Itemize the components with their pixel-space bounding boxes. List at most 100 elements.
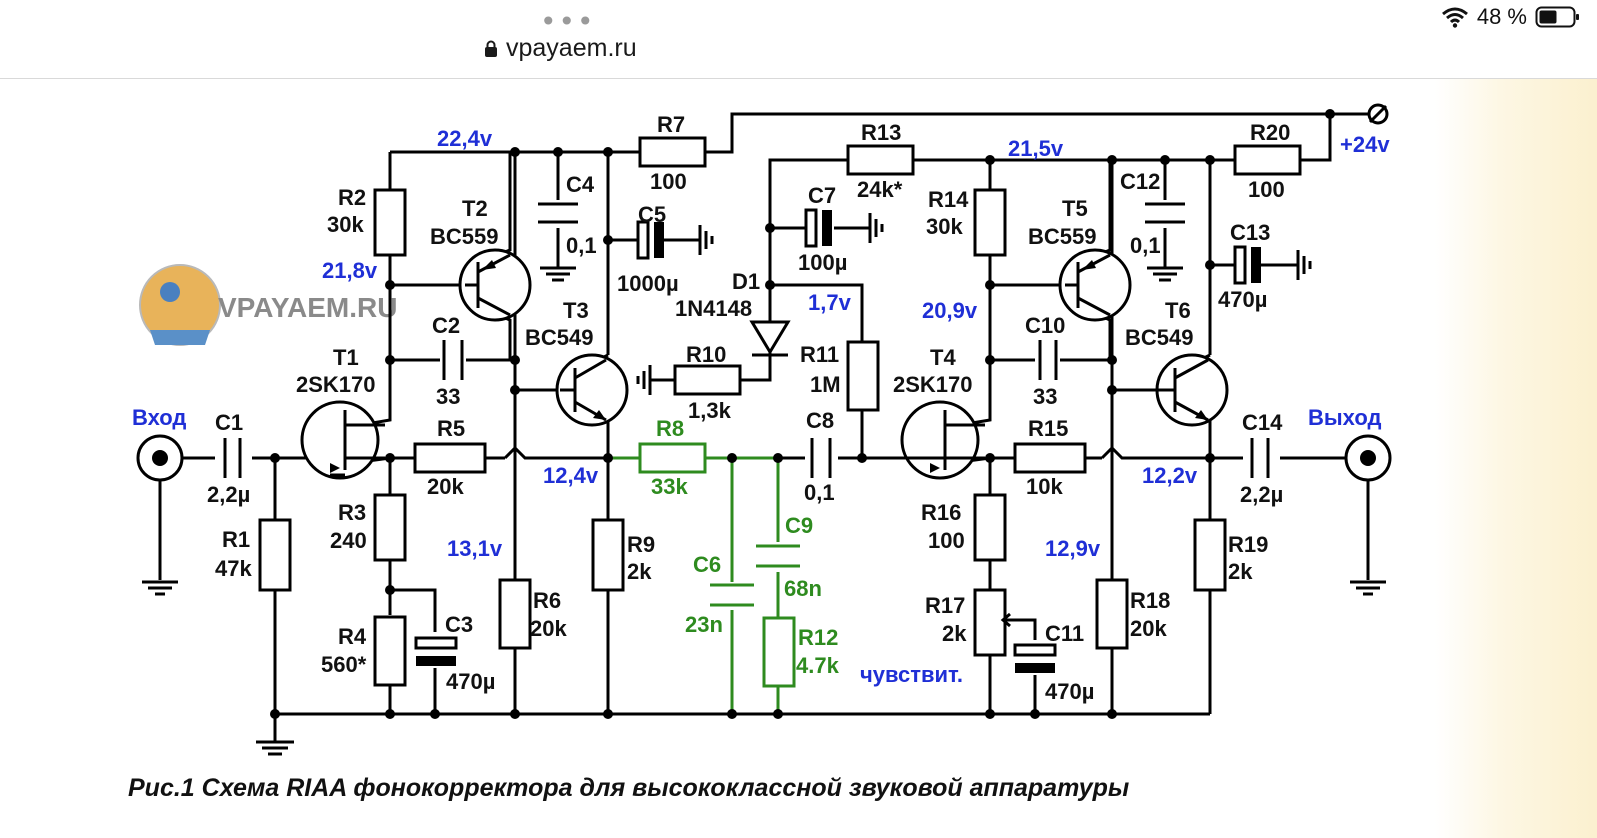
resistor-R1	[258, 518, 292, 592]
label-C14-value: 2,2µ	[1240, 482, 1283, 507]
label-T3-value: BC549	[525, 325, 593, 350]
voltage-v9: 12,9v	[1045, 536, 1101, 561]
label-C5-name: C5	[638, 202, 666, 227]
riaa-schematic: VPAYAEM.RU	[132, 103, 1392, 756]
transistor-T6	[1155, 353, 1229, 427]
label-C13-value: 470µ	[1218, 287, 1267, 312]
voltage-v5: 1,7v	[808, 290, 852, 315]
sensitivity-note: чувствит.	[860, 662, 963, 687]
site-logo: VPAYAEM.RU	[139, 264, 397, 346]
battery-percent: 48 %	[1476, 4, 1527, 29]
capacitor-C9	[756, 544, 800, 568]
capacitor-C7	[804, 208, 832, 248]
label-T5-value: BC559	[1028, 224, 1096, 249]
voltage-v8: 12,2v	[1142, 463, 1198, 488]
capacitor-C14	[1250, 438, 1270, 478]
label-T3-name: T3	[563, 298, 589, 323]
transistor-T3	[555, 353, 629, 427]
trimmer-wiper-icon	[1000, 612, 1035, 628]
label-R3-value: 240	[330, 528, 367, 553]
label-C6-value: 23n	[685, 612, 723, 637]
battery-icon	[1535, 6, 1579, 28]
input-label: Вход	[132, 405, 186, 430]
browser-status-bar: ••• vpayaem.ru 48 %	[0, 0, 1597, 79]
component-labels: C1 2,2µ R1 47k T1 2SK170 R2 30k T2 BC559…	[207, 112, 1290, 704]
voltage-v4: 13,1v	[447, 536, 503, 561]
io-labels: Вход Выход +24v	[132, 132, 1390, 430]
resistor-R12	[762, 616, 796, 688]
address-bar[interactable]: vpayaem.ru	[484, 34, 637, 63]
label-T1-value: 2SK170	[296, 372, 376, 397]
resistor-R14	[973, 188, 1007, 257]
side-panel	[1435, 79, 1597, 838]
label-R18-value: 20k	[1130, 616, 1167, 641]
capacitor-C6	[710, 583, 754, 607]
label-R4-name: R4	[338, 624, 367, 649]
label-C2-value: 33	[436, 384, 460, 409]
label-T6-name: T6	[1165, 298, 1191, 323]
label-T6-value: BC549	[1125, 325, 1193, 350]
capacitor-C1	[223, 438, 242, 478]
resistor-R9	[591, 518, 625, 592]
resistor-R18	[1095, 578, 1129, 650]
label-C14-name: C14	[1242, 410, 1283, 435]
label-T4-name: T4	[930, 345, 956, 370]
label-C5-value: 1000µ	[617, 271, 679, 296]
label-R14-name: R14	[928, 187, 969, 212]
capacitor-C2	[442, 340, 464, 380]
label-C4-value: 0,1	[566, 233, 597, 258]
label-R10-name: R10	[686, 342, 726, 367]
resistor-R10	[673, 364, 742, 396]
capacitor-C4	[538, 202, 578, 224]
label-C10-value: 33	[1033, 384, 1057, 409]
resistor-R7	[638, 136, 707, 168]
label-R4-value: 560*	[321, 652, 367, 677]
label-R11-value: 1M	[810, 372, 841, 397]
capacitor-C13	[1233, 245, 1261, 285]
label-R1-name: R1	[222, 527, 250, 552]
resistor-R19	[1193, 518, 1227, 592]
label-R12-value: 4.7k	[796, 653, 840, 678]
label-R20-name: R20	[1250, 120, 1290, 145]
label-C6-name: C6	[693, 552, 721, 577]
resistor-R16	[973, 493, 1007, 562]
resistor-R6	[498, 578, 532, 650]
more-dots-icon[interactable]: •••	[540, 5, 596, 38]
label-R15-value: 10k	[1026, 474, 1063, 499]
label-R6-value: 20k	[530, 616, 567, 641]
label-T5-name: T5	[1062, 196, 1088, 221]
input-jack	[136, 434, 184, 482]
label-C7-value: 100µ	[798, 250, 847, 275]
logo-text: VPAYAEM.RU	[218, 292, 397, 323]
label-R18-name: R18	[1130, 588, 1170, 613]
label-C12-value: 0,1	[1130, 233, 1161, 258]
ground-symbols	[142, 213, 1386, 756]
voltage-labels: 22,4v 21,8v 12,4v 13,1v 1,7v 21,5v 20,9v…	[322, 126, 1198, 687]
label-R7-name: R7	[657, 112, 685, 137]
capacitor-C3	[414, 636, 458, 666]
junction-dots	[270, 109, 1335, 719]
output-label: Выход	[1308, 405, 1382, 430]
supply-label: +24v	[1340, 132, 1390, 157]
capacitor-C5	[636, 220, 664, 260]
capacitor-C11	[1013, 643, 1057, 673]
label-C7-name: C7	[808, 183, 836, 208]
wifi-icon	[1441, 7, 1468, 28]
label-C11-value: 470µ	[1045, 679, 1094, 704]
transistor-T1	[300, 400, 385, 480]
label-R10-value: 1,3k	[688, 398, 732, 423]
label-R16-value: 100	[928, 528, 965, 553]
label-R8-name: R8	[656, 416, 684, 441]
label-R9-value: 2k	[627, 559, 652, 584]
label-C1-value: 2,2µ	[207, 482, 250, 507]
url-text: vpayaem.ru	[506, 34, 637, 62]
label-R19-name: R19	[1228, 532, 1268, 557]
label-R3-name: R3	[338, 500, 366, 525]
resistor-R15	[1013, 442, 1087, 474]
label-R2-value: 30k	[327, 212, 364, 237]
label-R20-value: 100	[1248, 177, 1285, 202]
label-R13-value: 24k*	[857, 177, 903, 202]
lock-icon	[485, 40, 497, 57]
figure-caption: Рис.1 Схема RIAA фонокорректора для высо…	[128, 774, 1130, 802]
label-T2-value: BC559	[430, 224, 498, 249]
